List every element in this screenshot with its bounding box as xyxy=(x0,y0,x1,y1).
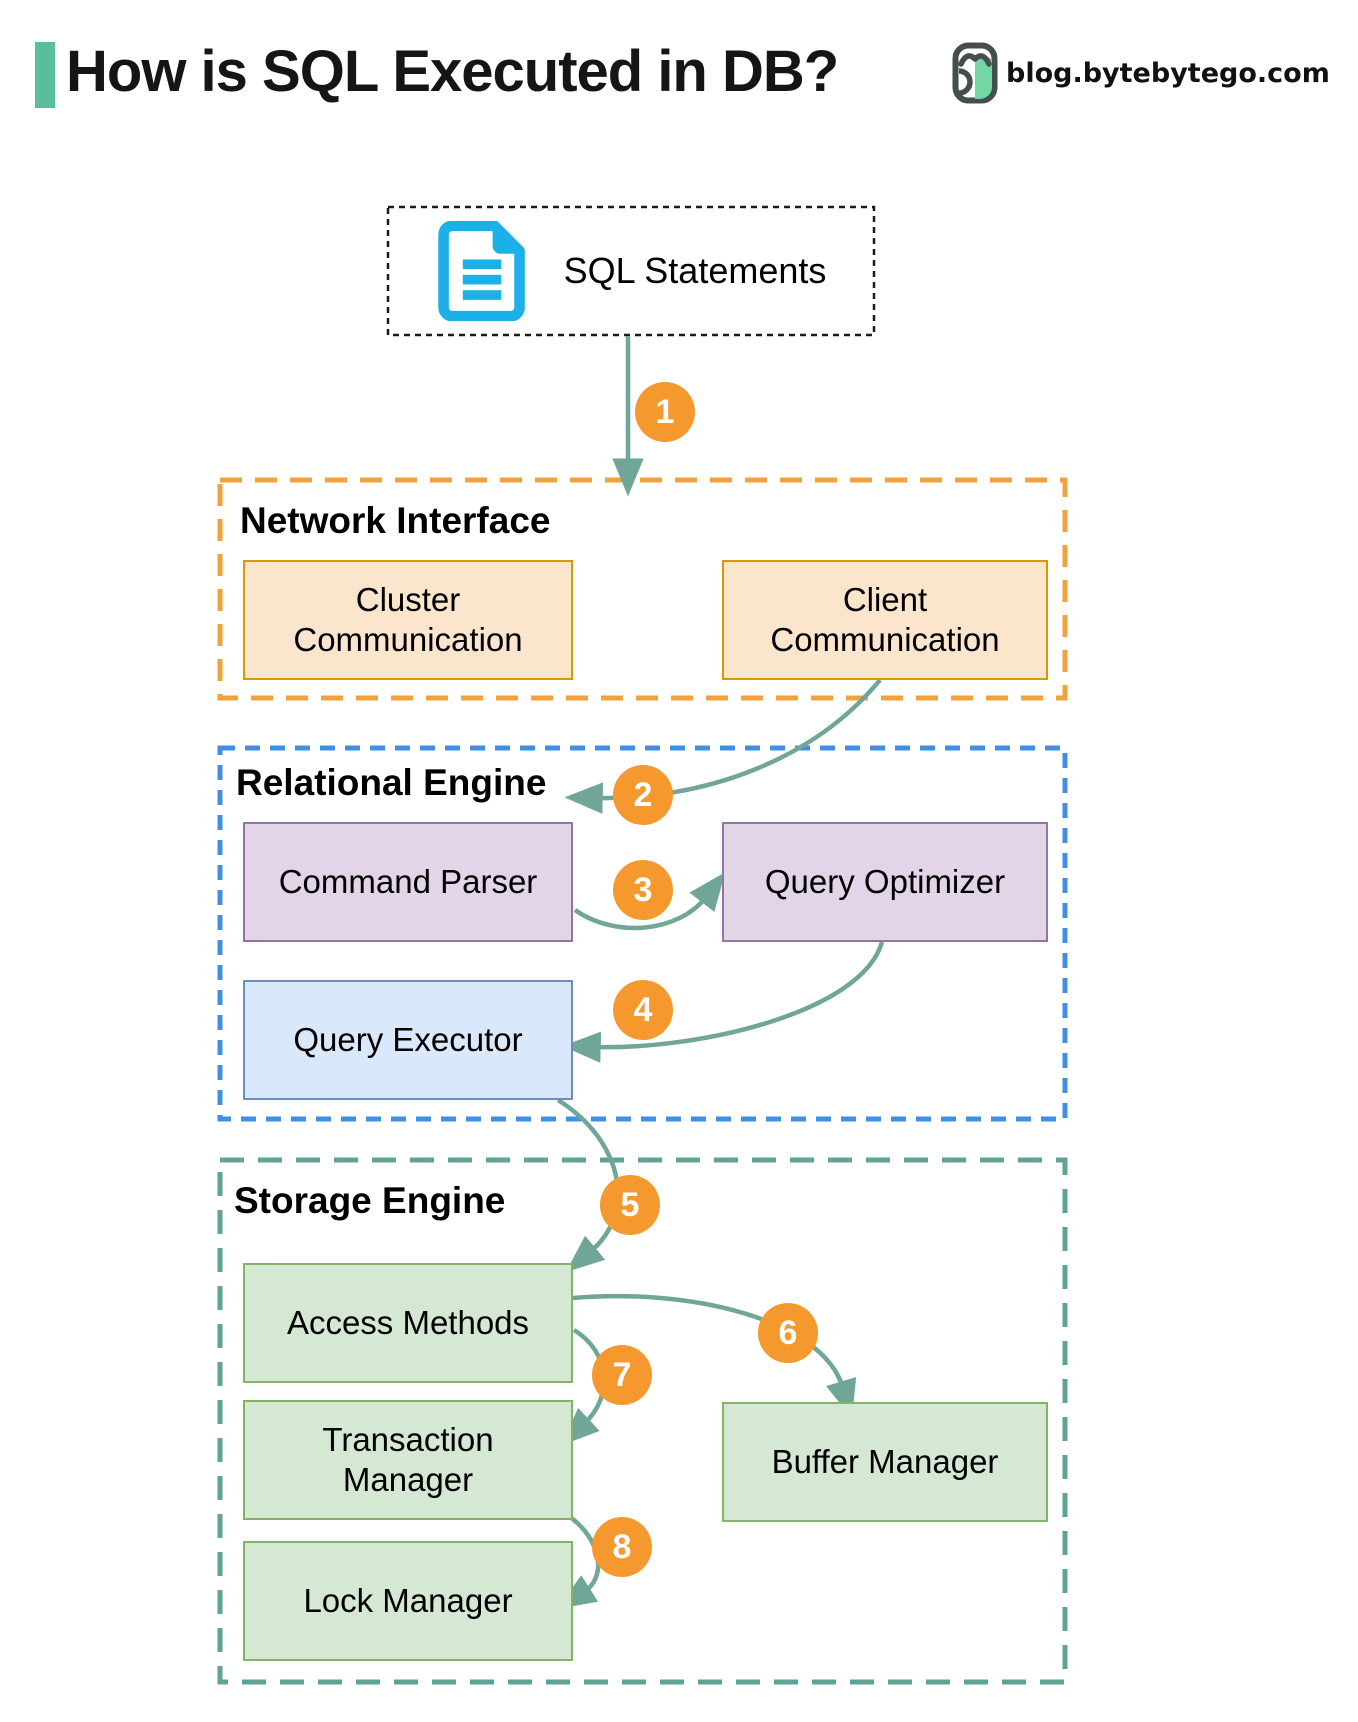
title-accent-bar xyxy=(35,42,55,108)
lock-manager-box: Lock Manager xyxy=(243,1541,573,1661)
brand-url: blog.bytebytego.com xyxy=(1006,57,1330,89)
step-badge-7: 7 xyxy=(592,1345,652,1405)
bytebytego-owl-logo-icon xyxy=(952,42,998,104)
page-title: How is SQL Executed in DB? xyxy=(66,39,839,104)
client-communication-box: Client Communication xyxy=(722,560,1048,680)
transaction-manager-box: Transaction Manager xyxy=(243,1400,573,1520)
query-executor-box: Query Executor xyxy=(243,980,573,1100)
storage-engine-label: Storage Engine xyxy=(234,1180,506,1221)
step-badge-1: 1 xyxy=(635,382,695,442)
step-badge-8: 8 xyxy=(592,1517,652,1577)
query-optimizer-box: Query Optimizer xyxy=(722,822,1048,942)
step-badge-6: 6 xyxy=(758,1303,818,1363)
sql-statements-box: SQL Statements xyxy=(388,207,874,335)
step-badge-5: 5 xyxy=(600,1175,660,1235)
access-methods-box: Access Methods xyxy=(243,1263,573,1383)
step-badge-2: 2 xyxy=(613,765,673,825)
relational-engine-label: Relational Engine xyxy=(236,762,547,803)
network-interface-label: Network Interface xyxy=(240,500,551,541)
step-badge-4: 4 xyxy=(613,980,673,1040)
sql-statements-label: SQL Statements xyxy=(563,250,827,291)
step-badge-3: 3 xyxy=(613,860,673,920)
buffer-manager-box: Buffer Manager xyxy=(722,1402,1048,1522)
cluster-communication-box: Cluster Communication xyxy=(243,560,573,680)
arrow-5-executor-to-access xyxy=(556,1098,621,1273)
brand: blog.bytebytego.com xyxy=(952,42,1330,104)
command-parser-box: Command Parser xyxy=(243,822,573,942)
document-icon xyxy=(437,221,525,321)
